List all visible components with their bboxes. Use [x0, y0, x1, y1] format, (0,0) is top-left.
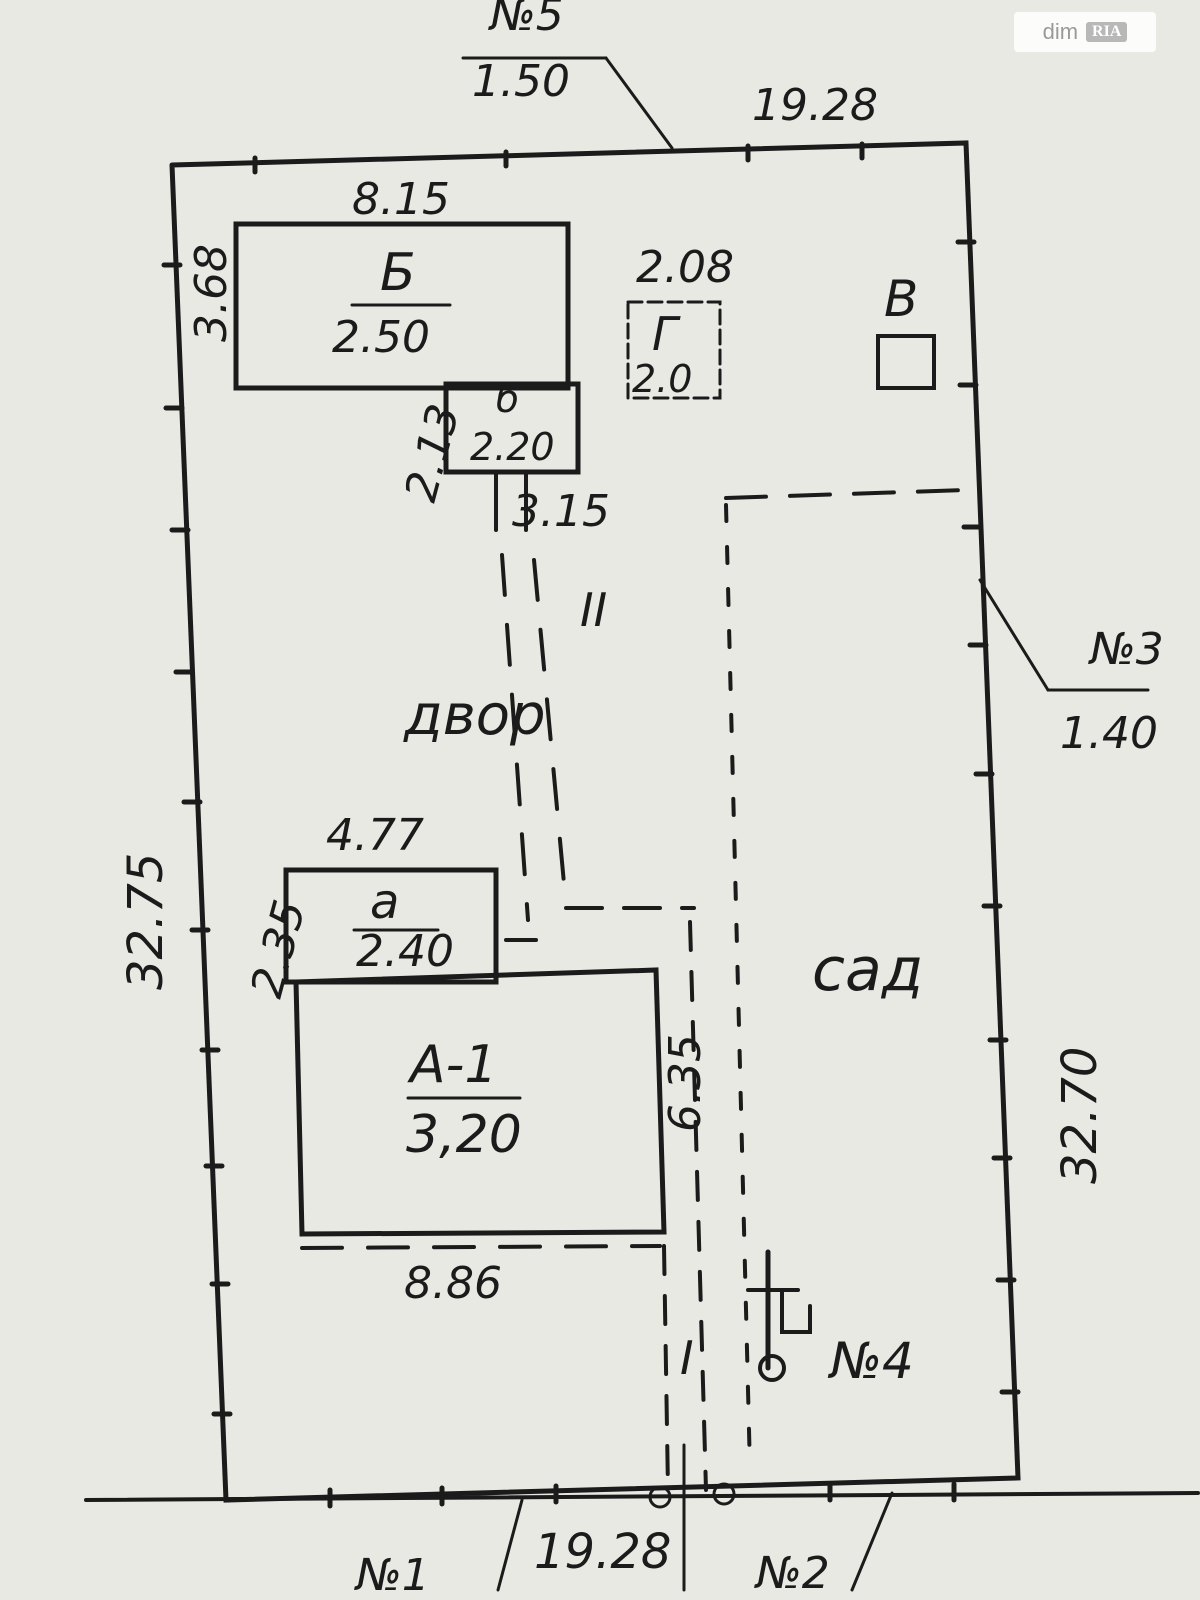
v-label: В — [884, 270, 918, 328]
fence-ii-label: II — [580, 583, 607, 637]
a1-depth: 6.35 — [660, 1034, 711, 1132]
n3-label: №3 — [1087, 624, 1164, 675]
b-depth: 3.68 — [186, 244, 237, 342]
n3-leader — [978, 578, 1050, 692]
gate-post-right — [712, 1482, 736, 1506]
hydrant-arm — [780, 1288, 812, 1334]
a-label: а — [370, 874, 399, 930]
building-a1 — [293, 967, 667, 1237]
n5-leader-diag — [604, 56, 674, 150]
a-height: 2.40 — [356, 926, 454, 977]
fence-ii-right — [532, 558, 568, 907]
a1-label: А-1 — [407, 1035, 497, 1095]
n2-label: №2 — [753, 1548, 830, 1599]
g-width: 2.08 — [636, 242, 734, 293]
a1-width: 8.86 — [404, 1258, 502, 1309]
b-label: Б — [380, 243, 416, 303]
n1-label: №1 — [353, 1550, 430, 1600]
right-dimension: 32.70 — [1052, 1047, 1108, 1184]
building-b — [233, 221, 571, 391]
a-width: 4.77 — [326, 810, 424, 861]
top-dimension: 19.28 — [752, 80, 878, 131]
bottom-dimension: 19.28 — [534, 1524, 671, 1580]
street-line — [84, 1491, 1200, 1502]
a1-height: 3,20 — [406, 1105, 522, 1165]
watermark-logo: dim RIA — [1014, 12, 1156, 52]
lot-boundary — [169, 140, 1021, 1503]
fence-i-left — [662, 1244, 670, 1492]
b-width: 8.15 — [352, 174, 450, 225]
boundary-ticks — [161, 141, 1021, 1509]
g-height: 2.0 — [632, 357, 692, 401]
garden-left-dash — [724, 503, 752, 1472]
watermark-brand: dim — [1042, 19, 1079, 44]
g-label: Г — [652, 307, 681, 361]
fence-ii-left — [500, 553, 530, 922]
b-small-height: 2.20 — [470, 425, 555, 469]
n3-value: 1.40 — [1060, 708, 1158, 759]
n4-label: №4 — [827, 1332, 914, 1390]
b-small-width: 3.15 — [512, 486, 610, 537]
building-b-small — [443, 381, 581, 475]
building-a — [283, 867, 499, 985]
building-v — [876, 334, 936, 390]
fence-i-right — [688, 920, 708, 1492]
yard-label: двор — [403, 683, 546, 748]
garden-label: сад — [812, 935, 923, 1005]
b-height: 2.50 — [332, 312, 430, 363]
n5-label: №5 — [487, 0, 564, 41]
n2-divider — [850, 1491, 894, 1592]
b-small-label: б — [496, 377, 519, 421]
building-a1-base-dash — [300, 1244, 662, 1250]
fence-i-label: I — [680, 1331, 694, 1385]
n5-value: 1.50 — [472, 56, 570, 107]
gate-post-left — [648, 1485, 672, 1509]
b-small-depth: 2.13 — [395, 399, 470, 507]
left-dimension: 32.75 — [118, 853, 174, 990]
garden-boundary — [724, 488, 968, 500]
a-depth: 2.35 — [241, 895, 316, 1003]
building-g — [626, 300, 722, 400]
hydrant-base — [758, 1354, 786, 1382]
n1-divider — [496, 1498, 524, 1592]
watermark-ria: RIA — [1086, 22, 1128, 42]
